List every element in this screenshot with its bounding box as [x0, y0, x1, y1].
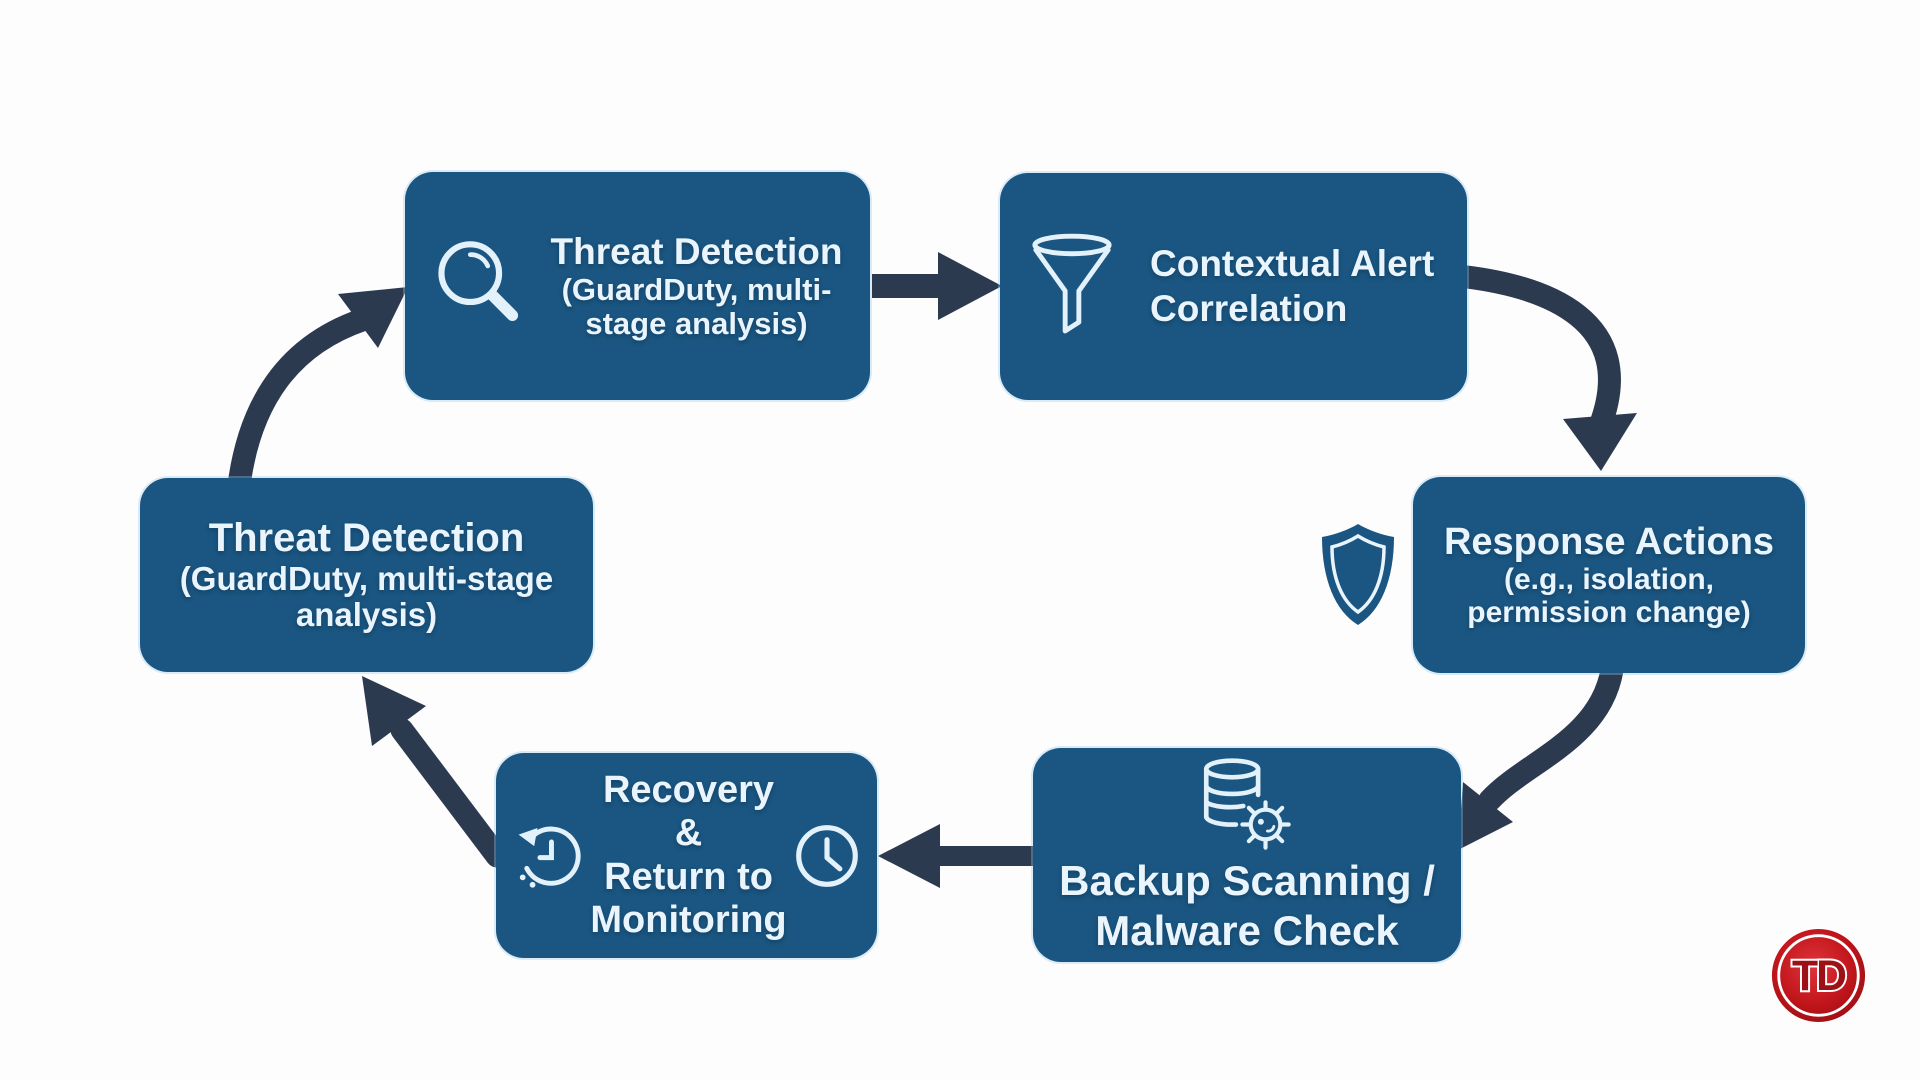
node-subtitle-line: stage analysis)	[585, 305, 808, 341]
node-title-line: Contextual Alert	[1150, 243, 1435, 285]
node-title-line: Backup Scanning /	[1059, 857, 1435, 905]
node-title: Threat Detection	[208, 516, 525, 561]
node-text: Threat Detection (GuardDuty, multi- stag…	[533, 231, 870, 341]
arrowhead-contextual-to-response	[1563, 413, 1637, 471]
node-title: Threat Detection	[550, 231, 843, 273]
arrow-threat-top-to-contextual	[872, 252, 1002, 320]
node-response-actions: Response Actions (e.g., isolation, permi…	[1413, 477, 1805, 673]
td-logo: TD	[1770, 927, 1867, 1024]
node-title-line: Correlation	[1150, 287, 1348, 329]
node-title-line: Recovery &	[602, 768, 775, 855]
funnel-icon	[1032, 233, 1112, 333]
arrow-response-to-backup	[1478, 658, 1624, 812]
arrow-threat-left-to-threat-top	[228, 308, 374, 490]
magnifier-icon	[438, 241, 519, 321]
shield-icon	[1316, 520, 1400, 630]
node-text: Contextual Alert Correlation	[1150, 242, 1434, 331]
arrow-recovery-to-threat-left	[390, 718, 509, 868]
node-threat-detection-top: Threat Detection (GuardDuty, multi- stag…	[405, 172, 870, 400]
node-subtitle-line: (GuardDuty, multi-stage	[179, 560, 554, 598]
arrow-backup-to-recovery	[878, 824, 1033, 888]
node-title: Response Actions	[1443, 520, 1775, 563]
arrowhead-response-to-backup	[1458, 782, 1513, 850]
node-threat-detection-left: Threat Detection (GuardDuty, multi-stage…	[140, 478, 593, 672]
node-subtitle-line: (GuardDuty, multi-	[561, 271, 832, 307]
node-title-line: Malware Check	[1095, 907, 1399, 954]
node-title-line: Monitoring	[590, 898, 787, 941]
clock-icon	[796, 824, 858, 887]
node-subtitle-line: analysis)	[295, 596, 438, 634]
node-text: Recovery & Return to Monitoring	[586, 769, 791, 942]
node-recovery-monitoring: Recovery & Return to Monitoring	[496, 753, 877, 958]
history-clock-icon	[518, 826, 581, 888]
td-logo-text: TD	[1792, 952, 1846, 1000]
node-title-line: Return to	[604, 855, 773, 898]
arrow-contextual-to-response	[1455, 265, 1621, 438]
node-subtitle-line: permission change)	[1467, 596, 1751, 630]
arrowhead-threat-left-to-threat-top	[338, 287, 408, 348]
node-contextual-alert-correlation: Contextual Alert Correlation	[1000, 173, 1467, 400]
arrowhead-recovery-to-threat-left	[362, 676, 426, 746]
database-malware-icon	[1203, 758, 1291, 851]
node-backup-scanning: Backup Scanning / Malware Check	[1033, 748, 1461, 962]
node-subtitle-line: (e.g., isolation,	[1503, 563, 1714, 597]
